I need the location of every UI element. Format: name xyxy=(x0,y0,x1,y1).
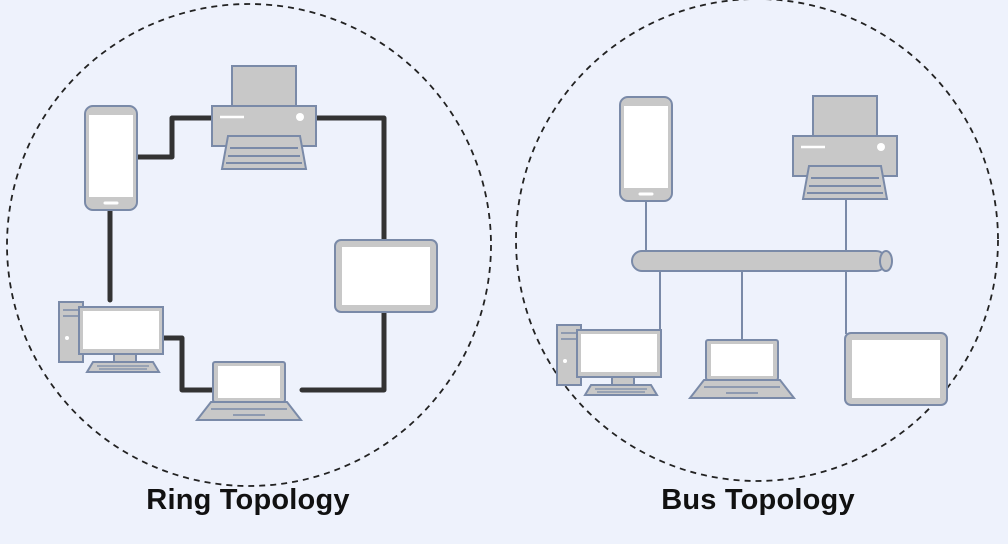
ring-link-phone-printer xyxy=(134,115,216,160)
ring-link-laptop-desktop xyxy=(159,335,216,393)
ring-tablet-icon xyxy=(334,239,438,313)
ring-boundary-circle xyxy=(6,3,492,487)
ring-printer-icon xyxy=(210,64,318,171)
ring-link-tablet-laptop xyxy=(299,309,387,393)
bus-smartphone-icon xyxy=(618,95,674,203)
ring-topology-diagram xyxy=(6,3,492,487)
bus-tablet-icon xyxy=(844,332,948,406)
bus-desktop-computer-icon xyxy=(556,324,662,396)
bus-laptop-icon xyxy=(689,339,795,399)
bus-topology-title: Bus Topology xyxy=(661,484,855,516)
bus-topology-diagram xyxy=(515,0,999,482)
bus-boundary-circle xyxy=(515,0,999,482)
ring-smartphone-icon xyxy=(83,104,139,212)
ring-desktop-computer-icon xyxy=(58,301,164,373)
ring-links xyxy=(107,115,387,393)
bus-printer-icon xyxy=(791,94,899,201)
ring-laptop-icon xyxy=(196,361,302,421)
bus-drop-lines xyxy=(645,198,847,342)
ring-topology-title: Ring Topology xyxy=(146,484,350,516)
bus-backbone-cable xyxy=(631,250,893,272)
ring-link-printer-tablet xyxy=(313,115,387,243)
